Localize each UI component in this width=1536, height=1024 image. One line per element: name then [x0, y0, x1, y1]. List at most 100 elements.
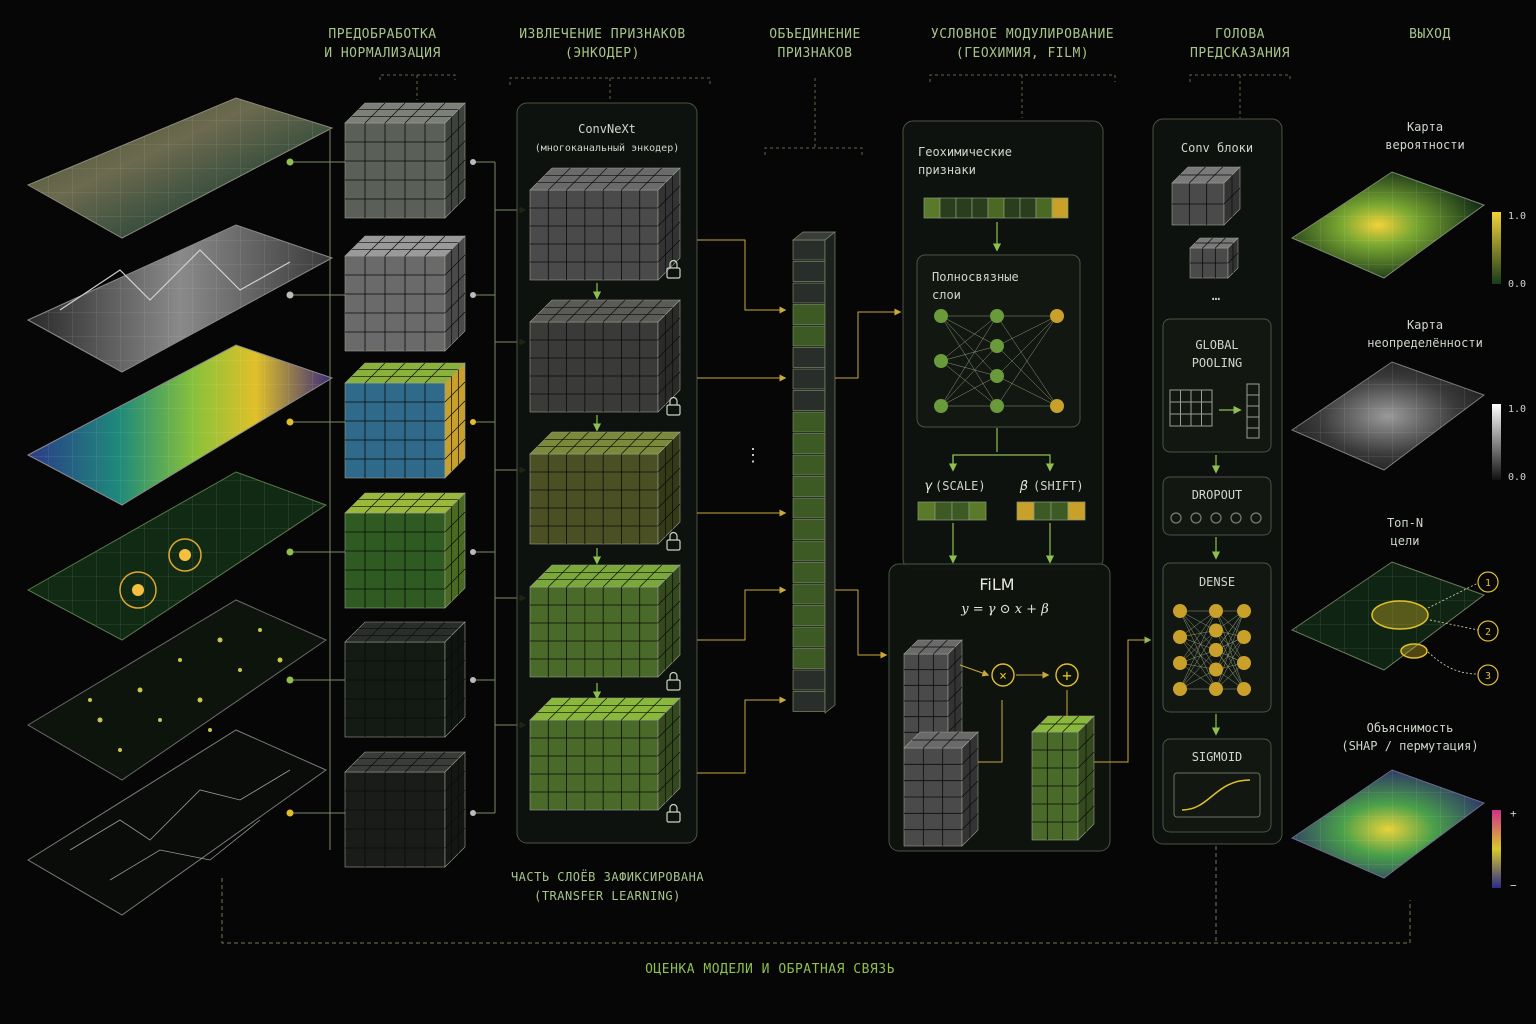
preprocess-cube: [344, 621, 466, 738]
network-node: [1050, 309, 1064, 323]
dense-box: [1162, 562, 1272, 713]
network-node: [990, 309, 1004, 323]
network-node: [1209, 623, 1223, 638]
frozen-layers-note: Часть слоёв зафиксирована(TRANSFER LEARN…: [510, 870, 705, 903]
lock-icon: [666, 396, 681, 416]
geo-feature-cell: [1035, 197, 1053, 219]
network-node: [990, 339, 1004, 353]
dropout-nodes: [1170, 512, 1262, 524]
gamma-cell: [934, 501, 953, 521]
sigmoid-curve: [1173, 772, 1261, 818]
encoder-to-fusion-arrows: [697, 239, 787, 774]
fusion-cell: [792, 390, 826, 411]
fusion-cell: [792, 605, 826, 626]
pooling-diagram: [1169, 383, 1260, 439]
uncertainty-scale-min: 0.0: [1508, 472, 1526, 483]
fusion-ellipsis: ⋮: [744, 445, 762, 466]
network-node: [934, 399, 948, 413]
gamma-cell: [951, 501, 970, 521]
conv-blocks-label: Conv блоки: [1180, 141, 1254, 155]
feedback-label: Оценка модели и обратная связь: [645, 962, 895, 977]
preprocess-cube: [344, 235, 466, 352]
fusion-cell: [792, 519, 826, 540]
topn-marker-circles: [1477, 571, 1499, 686]
network-node: [990, 369, 1004, 383]
geo-feature-cell: [939, 197, 957, 219]
preprocess-cube: [344, 102, 466, 219]
add-op-icon: [1055, 663, 1079, 687]
network-node: [1209, 604, 1223, 618]
fusion-cell: [792, 648, 826, 669]
film-title: FiLM: [979, 575, 1014, 594]
input-layers: [26, 97, 334, 916]
encoder-block: [529, 431, 681, 545]
geo-feature-cell: [987, 197, 1005, 219]
explain-colorbar: [1492, 810, 1501, 888]
dense-label: DENSE: [1198, 575, 1236, 589]
input-layer-structures: [27, 729, 328, 916]
input-layer-satellite: [26, 97, 334, 239]
film-output-block: [1031, 715, 1095, 841]
fusion-cell: [792, 454, 826, 476]
film-input-block: [903, 639, 963, 749]
geo-feature-cell: [923, 197, 941, 219]
encoder-subtitle: (многоканальный энкодер): [535, 142, 680, 154]
dropout-label: DROPOUT: [1191, 488, 1243, 502]
geo-feature-vector: [923, 197, 1069, 219]
dense-network: [1173, 604, 1251, 696]
beta-cell: [1067, 501, 1086, 521]
probability-colorbar: [1492, 212, 1501, 284]
network-node: [1173, 630, 1187, 644]
beta-symbol: β: [1019, 479, 1028, 494]
network-node: [934, 309, 948, 323]
global-pooling-box: [1162, 318, 1272, 453]
output-explain-map: [1290, 769, 1486, 879]
geo-feature-cell: [955, 197, 973, 219]
fusion-cell: [792, 691, 826, 712]
gamma-cell: [917, 501, 936, 521]
fusion-cell: [792, 562, 826, 583]
network-node: [1173, 682, 1187, 696]
beta-label: (SHIFT): [1033, 479, 1084, 493]
encoder-block: [529, 697, 681, 811]
film-blocks: [903, 639, 1095, 847]
network-node: [1173, 604, 1187, 618]
fusion-out-arrows: [835, 308, 902, 659]
fusion-cell: [792, 368, 826, 390]
uncertainty-colorbar: [1492, 404, 1501, 480]
output-uncertainty-map: [1290, 361, 1486, 471]
output-topn-map: [1290, 561, 1486, 671]
gamma-cell: [968, 501, 987, 521]
encoder-blocks: [529, 167, 681, 811]
fusion-cell: [792, 626, 826, 648]
header-brackets: [379, 74, 1291, 155]
beta-cell: [1016, 501, 1035, 521]
dense-layers-network: [934, 309, 1064, 413]
network-node: [990, 399, 1004, 413]
network-node: [1209, 682, 1223, 696]
fusion-cell: [792, 433, 826, 454]
encoder-block: [529, 299, 681, 413]
encoder-title: ConvNeXt: [578, 122, 636, 136]
output-probability-map: [1290, 171, 1486, 279]
explain-scale-plus: +: [1510, 807, 1517, 820]
gamma-beta-split: [948, 428, 1050, 564]
geo-feature-cell: [1019, 197, 1037, 219]
film-flow: [959, 636, 1152, 763]
fusion-cell: [792, 540, 826, 562]
network-node: [1237, 630, 1251, 644]
probability-scale-max: 1.0: [1508, 211, 1526, 222]
geo-feature-cell: [971, 197, 989, 219]
header-output: Выход: [1409, 27, 1451, 42]
explain-title: Объяснимость(SHAP / пермутация): [1341, 721, 1479, 753]
input-layer-dem: [26, 224, 334, 373]
topn-marker-2: 2: [1485, 627, 1491, 638]
fusion-cell: [792, 239, 826, 261]
geo-feature-cell: [1051, 197, 1069, 219]
fusion-cell: [792, 669, 826, 691]
preprocess-cube: [344, 362, 466, 479]
head-conv-cubes: [1171, 166, 1241, 279]
fusion-cell: [792, 411, 826, 433]
